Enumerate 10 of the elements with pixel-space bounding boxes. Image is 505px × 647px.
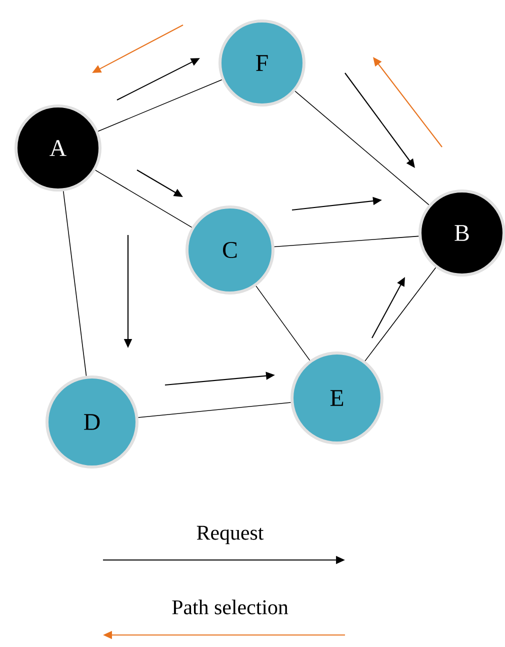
connector-line: [62, 190, 87, 376]
connector-line: [138, 402, 292, 418]
connector-line: [95, 170, 192, 228]
connector-line: [364, 267, 436, 362]
connector-line: [274, 236, 420, 248]
connector-line: [294, 90, 430, 206]
connector-line: [256, 286, 310, 361]
legend-label: Request: [196, 526, 264, 544]
legend-label: Path selection: [172, 600, 288, 614]
connector-line: [98, 79, 222, 132]
